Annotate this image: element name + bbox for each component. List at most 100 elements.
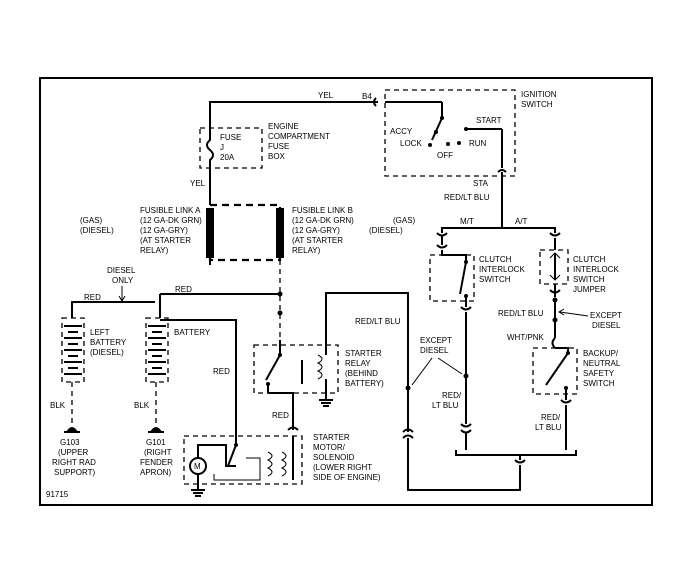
ground-g103-label-2: (UPPER [58,448,88,457]
except-diesel-right-1: EXCEPT [590,311,622,320]
except-diesel-left-2: DIESEL [420,346,449,355]
wire-yel-fuse-label: YEL [190,179,206,188]
fusible-links: FUSIBLE LINK A (12 GA-DK GRN) (12 GA-GRY… [80,203,416,262]
fusible-link-a-label-1: FUSIBLE LINK A [140,206,201,215]
ignition-switch-title-2: SWITCH [521,100,553,109]
left-battery-cells [64,325,82,375]
diesel-right-label: (DIESEL) [369,226,403,235]
ignition-off-label: OFF [437,151,453,160]
wire-red-lt-blu-sta-label: RED/LT BLU [444,193,490,202]
diagram-id: 91715 [46,490,69,499]
engine-fuse-box: FUSE J 20A ENGINE COMPARTMENT FUSE BOX [199,122,330,169]
ignition-switch-blade [431,117,443,141]
fuse-label: FUSE [220,133,241,142]
clutch-interlock-switch: CLUTCH INTERLOCK SWITCH [429,235,525,311]
wire-red-lt-blu-backup-label-1: RED/ [541,413,561,422]
ignition-lock-label: LOCK [400,139,422,148]
fusible-link-b [276,208,284,258]
fuse-j-symbol [206,128,214,168]
ignition-switch-box [384,89,516,177]
ground-g103: BLK G103 (UPPER RIGHT RAD SUPPORT) [50,382,96,477]
battery: BATTERY [145,317,211,383]
ground-g101: BLK G101 (RIGHT FENDER APRON) [134,382,173,477]
starter-relay-label-1: STARTER [345,349,382,358]
gas-left-label: (GAS) [80,216,103,225]
wire-blk-right-label: BLK [134,401,150,410]
fusible-link-a-label-3: (12 GA-GRY) [140,226,188,235]
starter-solenoid-contact [227,444,237,467]
fusible-link-a-label-2: (12 GA-DK GRN) [140,216,202,225]
gas-right-label: (GAS) [393,216,416,225]
starter-solenoid-coil-1 [266,451,273,477]
left-battery-label-2: BATTERY [90,338,127,347]
fuse-box-title-3: FUSE [268,142,289,151]
clutch-switch-contact [459,261,467,295]
starter-relay-label-2: RELAY [345,359,371,368]
diesel-only-label-1: DIESEL [107,266,136,275]
ground-g103-label-4: SUPPORT) [54,468,96,477]
except-diesel-right-2: DIESEL [592,321,621,330]
except-diesel-left-1: EXCEPT [420,336,452,345]
starter-relay-label-4: BATTERY) [345,379,384,388]
starter-relay-box [253,344,339,394]
left-battery-box [61,317,85,383]
ignition-contact-off [446,142,450,146]
battery-label: BATTERY [174,328,211,337]
wire-red-relay-label: RED [272,411,289,420]
ground-g101-label-3: FENDER [140,458,173,467]
fuse-id: J [220,143,224,152]
starter-motor-label-5: SIDE OF ENGINE) [313,473,381,482]
wire-red-lt-blu-clutch-label-2: LT BLU [432,401,459,410]
connector-relay-bottom [402,428,414,433]
wire-blk-left-label: BLK [50,401,66,410]
fuse-box-title-4: BOX [268,152,286,161]
fusible-link-b-label-4: (AT STARTER [292,236,343,245]
diesel-left-label: (DIESEL) [80,226,114,235]
clutch-switch-label-1: CLUTCH [479,255,512,264]
ground-g101-label-4: APRON) [140,468,171,477]
ignition-switch-title-1: IGNITION [521,90,557,99]
ground-g103-label-1: G103 [60,438,80,447]
starter-relay: STARTER RELAY (BEHIND BATTERY) [253,340,384,394]
backup-switch-contact [545,352,569,386]
fusible-link-b-label-5: RELAY) [292,246,321,255]
ignition-contact-run [457,141,461,145]
left-battery: LEFT BATTERY (DIESEL) [61,317,127,383]
wire-red-lt-blu-backup-label-2: LT BLU [535,423,562,432]
motor-symbol-label: M [194,462,201,471]
fusible-link-b-label-2: (12 GA-DK GRN) [292,216,354,225]
diesel-only-label-2: ONLY [112,276,134,285]
wire-at-label: A/T [515,217,528,226]
starter-motor-label-4: (LOWER RIGHT [313,463,372,472]
starter-solenoid-coil-2 [280,451,287,477]
wire-red-relay [268,392,294,430]
clutch-jumper-label-4: JUMPER [573,285,606,294]
fuse-rating: 20A [220,153,235,162]
ground-g101-label-1: G101 [146,438,166,447]
clutch-jumper-label-1: CLUTCH [573,255,606,264]
backup-switch-label-3: SAFETY [583,369,615,378]
battery-cells [148,325,166,375]
wire-merge-bus [455,450,577,456]
wire-red-lt-blu-jumper-label: RED/LT BLU [498,309,544,318]
fusible-link-box [208,203,282,262]
ground-g101-label-2: (RIGHT [144,448,172,457]
wire-yel-top [209,101,378,128]
wire-yel-top-label: YEL [318,91,334,100]
fusible-link-b-label-1: FUSIBLE LINK B [292,206,353,215]
starter-motor-label-1: STARTER [313,433,350,442]
diagram-frame [39,77,653,506]
starter-relay-contact [265,354,281,381]
starter-relay-coil [316,354,323,380]
starter-motor-label-3: SOLENOID [313,453,355,462]
ground-g103-icon [66,427,78,432]
wire-red-vertical-label: RED [213,367,230,376]
wire-red-lt-blu-clutch-label-1: RED/ [442,391,462,400]
ignition-switch: IGNITION SWITCH ACCY LOCK OFF START RUN … [362,89,557,188]
clutch-switch-label-2: INTERLOCK [479,265,525,274]
fusible-link-a-label-5: RELAY) [140,246,169,255]
starter-motor-solenoid: M STARTER MOTOR/ SOLENOID (LOWER RIGHT S… [183,426,381,485]
starter-relay-label-3: (BEHIND [345,369,378,378]
fusible-link-a [206,208,214,258]
